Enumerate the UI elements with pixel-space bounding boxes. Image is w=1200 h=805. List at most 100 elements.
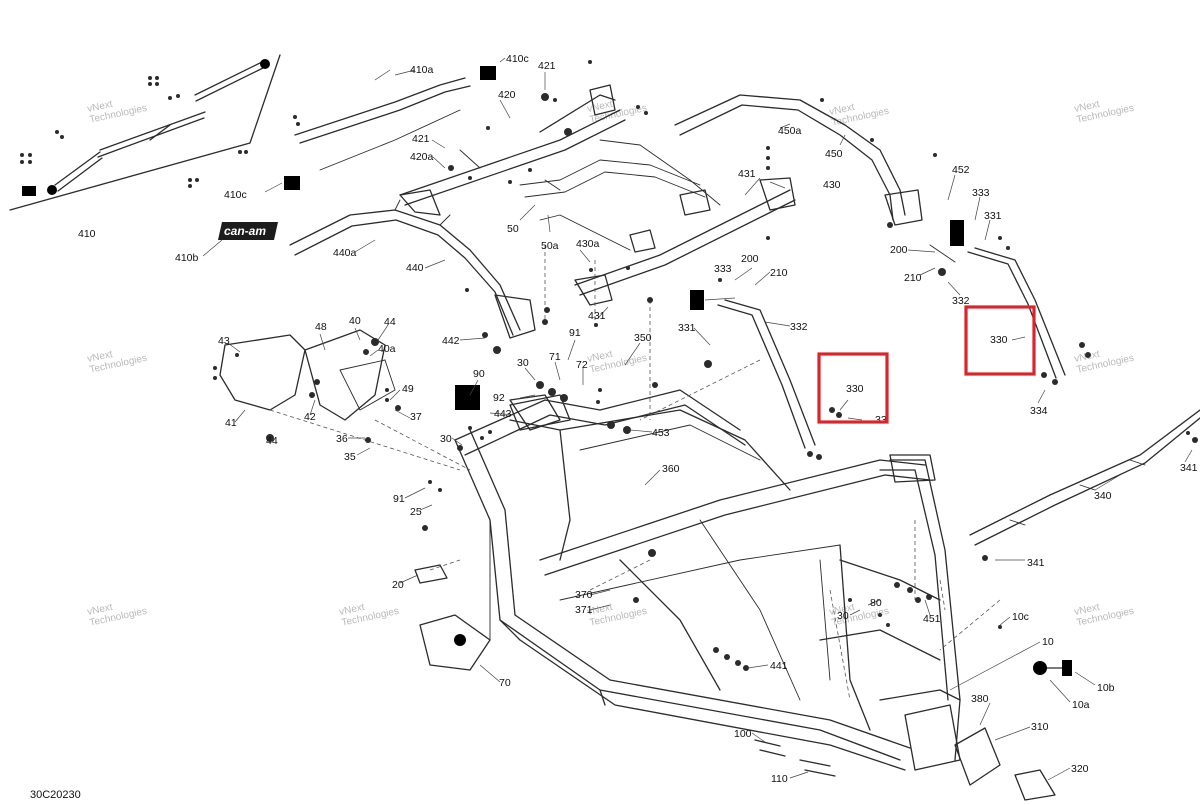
svg-text:vNext: vNext <box>86 602 114 618</box>
callout-label: 48 <box>315 321 327 333</box>
callout-label: 333 <box>714 263 732 275</box>
support-bar-50 <box>519 139 721 251</box>
callout-label: 332 <box>790 321 808 333</box>
callout-label: 330 <box>990 334 1008 346</box>
callout-label: 40 <box>349 315 361 327</box>
callout-label: 72 <box>576 359 588 371</box>
callout-label: 91 <box>393 493 405 505</box>
callout-label: 380 <box>971 693 989 705</box>
svg-text:vNext: vNext <box>586 349 614 365</box>
svg-text:vNext: vNext <box>86 349 114 365</box>
callout-label: 42 <box>304 411 316 423</box>
callout-label: 100 <box>734 728 752 740</box>
callout-label: 430a <box>576 238 600 250</box>
callout-label: 210 <box>770 267 788 279</box>
callout-label: 50a <box>541 240 559 252</box>
callout-label: 453 <box>652 427 670 439</box>
brace-330-right <box>929 220 1066 379</box>
callout-label: 41 <box>225 417 237 429</box>
watermark: vNext Technologies <box>86 602 148 629</box>
callout-label: 10c <box>1012 611 1029 623</box>
callout-label: 420 <box>498 89 516 101</box>
watermark: vNext Technologies <box>86 349 148 376</box>
callout-label: 431 <box>588 310 606 322</box>
callout-label: 371 <box>575 604 593 616</box>
callout-label: 30 <box>440 433 452 445</box>
callout-label: 421 <box>412 133 430 145</box>
callout-label: 30 <box>517 357 529 369</box>
highlight-box-center <box>817 352 889 424</box>
svg-text:vNext: vNext <box>338 602 366 618</box>
callout-label: 442 <box>442 335 460 347</box>
cross-beam-430 <box>574 177 796 306</box>
hardware-bolts-410 <box>20 76 300 188</box>
svg-text:can-am: can-am <box>224 224 266 238</box>
callout-label: 341 <box>1180 462 1198 474</box>
callout-label: 410c <box>506 53 529 65</box>
callout-label: 443 <box>494 408 512 420</box>
callout-label: 70 <box>499 677 511 689</box>
callout-label: 37 <box>410 411 422 423</box>
brace-330-center <box>717 299 816 449</box>
leader-lines <box>202 57 1193 781</box>
callout-label: 341 <box>1027 557 1045 569</box>
callout-label: 431 <box>738 168 756 180</box>
rear-roll-bar-450 <box>674 94 923 226</box>
callout-label: 430 <box>823 179 841 191</box>
driveshaft-group-410 <box>9 54 281 211</box>
watermark: vNext Technologies <box>1073 602 1135 629</box>
callout-label: 10 <box>1042 636 1054 648</box>
callout-label: 10a <box>1072 699 1090 711</box>
callout-label: 25 <box>410 506 422 518</box>
callout-label: 90 <box>473 368 485 380</box>
callout-label: 210 <box>904 272 922 284</box>
callout-label: 92 <box>493 392 505 404</box>
callout-label: 10b <box>1097 682 1115 694</box>
main-chassis-frame <box>454 389 961 771</box>
callout-label: 40a <box>378 343 396 355</box>
watermark: vNext Technologies <box>828 102 890 129</box>
hardware-fasteners <box>213 60 1198 671</box>
side-tube-340 <box>969 409 1200 546</box>
callout-label: 331 <box>678 322 696 334</box>
callout-label: 440 <box>406 262 424 274</box>
bracket-assembly-41 <box>219 329 396 421</box>
callout-label: 450a <box>778 125 802 137</box>
callout-label: 333 <box>972 187 990 199</box>
assembly-guide-lines <box>269 245 1001 701</box>
callout-label: 370 <box>575 589 593 601</box>
callout-labels: 410a 410c 421 410 410b 410c 420 420a 421… <box>78 53 1198 785</box>
callout-label: 20 <box>392 579 404 591</box>
watermark: vNext Technologies <box>338 602 400 629</box>
callout-label: 410a <box>410 64 434 76</box>
highlight-boxes <box>817 305 1036 424</box>
diagram-reference-code: 30C20230 <box>30 789 81 801</box>
svg-text:vNext: vNext <box>1073 99 1101 115</box>
svg-text:vNext: vNext <box>1073 602 1101 618</box>
callout-label: 49 <box>402 383 414 395</box>
callout-label: 450 <box>825 148 843 160</box>
callout-label: 410 <box>78 228 96 240</box>
misc-components <box>414 149 1072 801</box>
svg-text:vNext: vNext <box>828 602 856 618</box>
can-am-logo: can-am <box>218 222 278 240</box>
callout-label: 310 <box>1031 721 1049 733</box>
callout-label: 340 <box>1094 490 1112 502</box>
callout-label: 360 <box>662 463 680 475</box>
svg-text:vNext: vNext <box>828 102 856 118</box>
callout-label: 50 <box>507 223 519 235</box>
callout-label: 441 <box>770 660 788 672</box>
callout-label: 452 <box>952 164 970 176</box>
watermark: vNext Technologies <box>86 99 148 126</box>
callout-label: 330 <box>846 383 864 395</box>
callout-label: 71 <box>549 351 561 363</box>
callout-label: 91 <box>569 327 581 339</box>
callout-label: 420a <box>410 151 434 163</box>
watermark-layer: vNext Technologies vNext Technologies vN… <box>86 99 1135 629</box>
callout-label: 410c <box>224 189 247 201</box>
callout-label: 35 <box>344 451 356 463</box>
upper-beam-420 <box>284 66 626 216</box>
callout-label: 331 <box>984 210 1002 222</box>
